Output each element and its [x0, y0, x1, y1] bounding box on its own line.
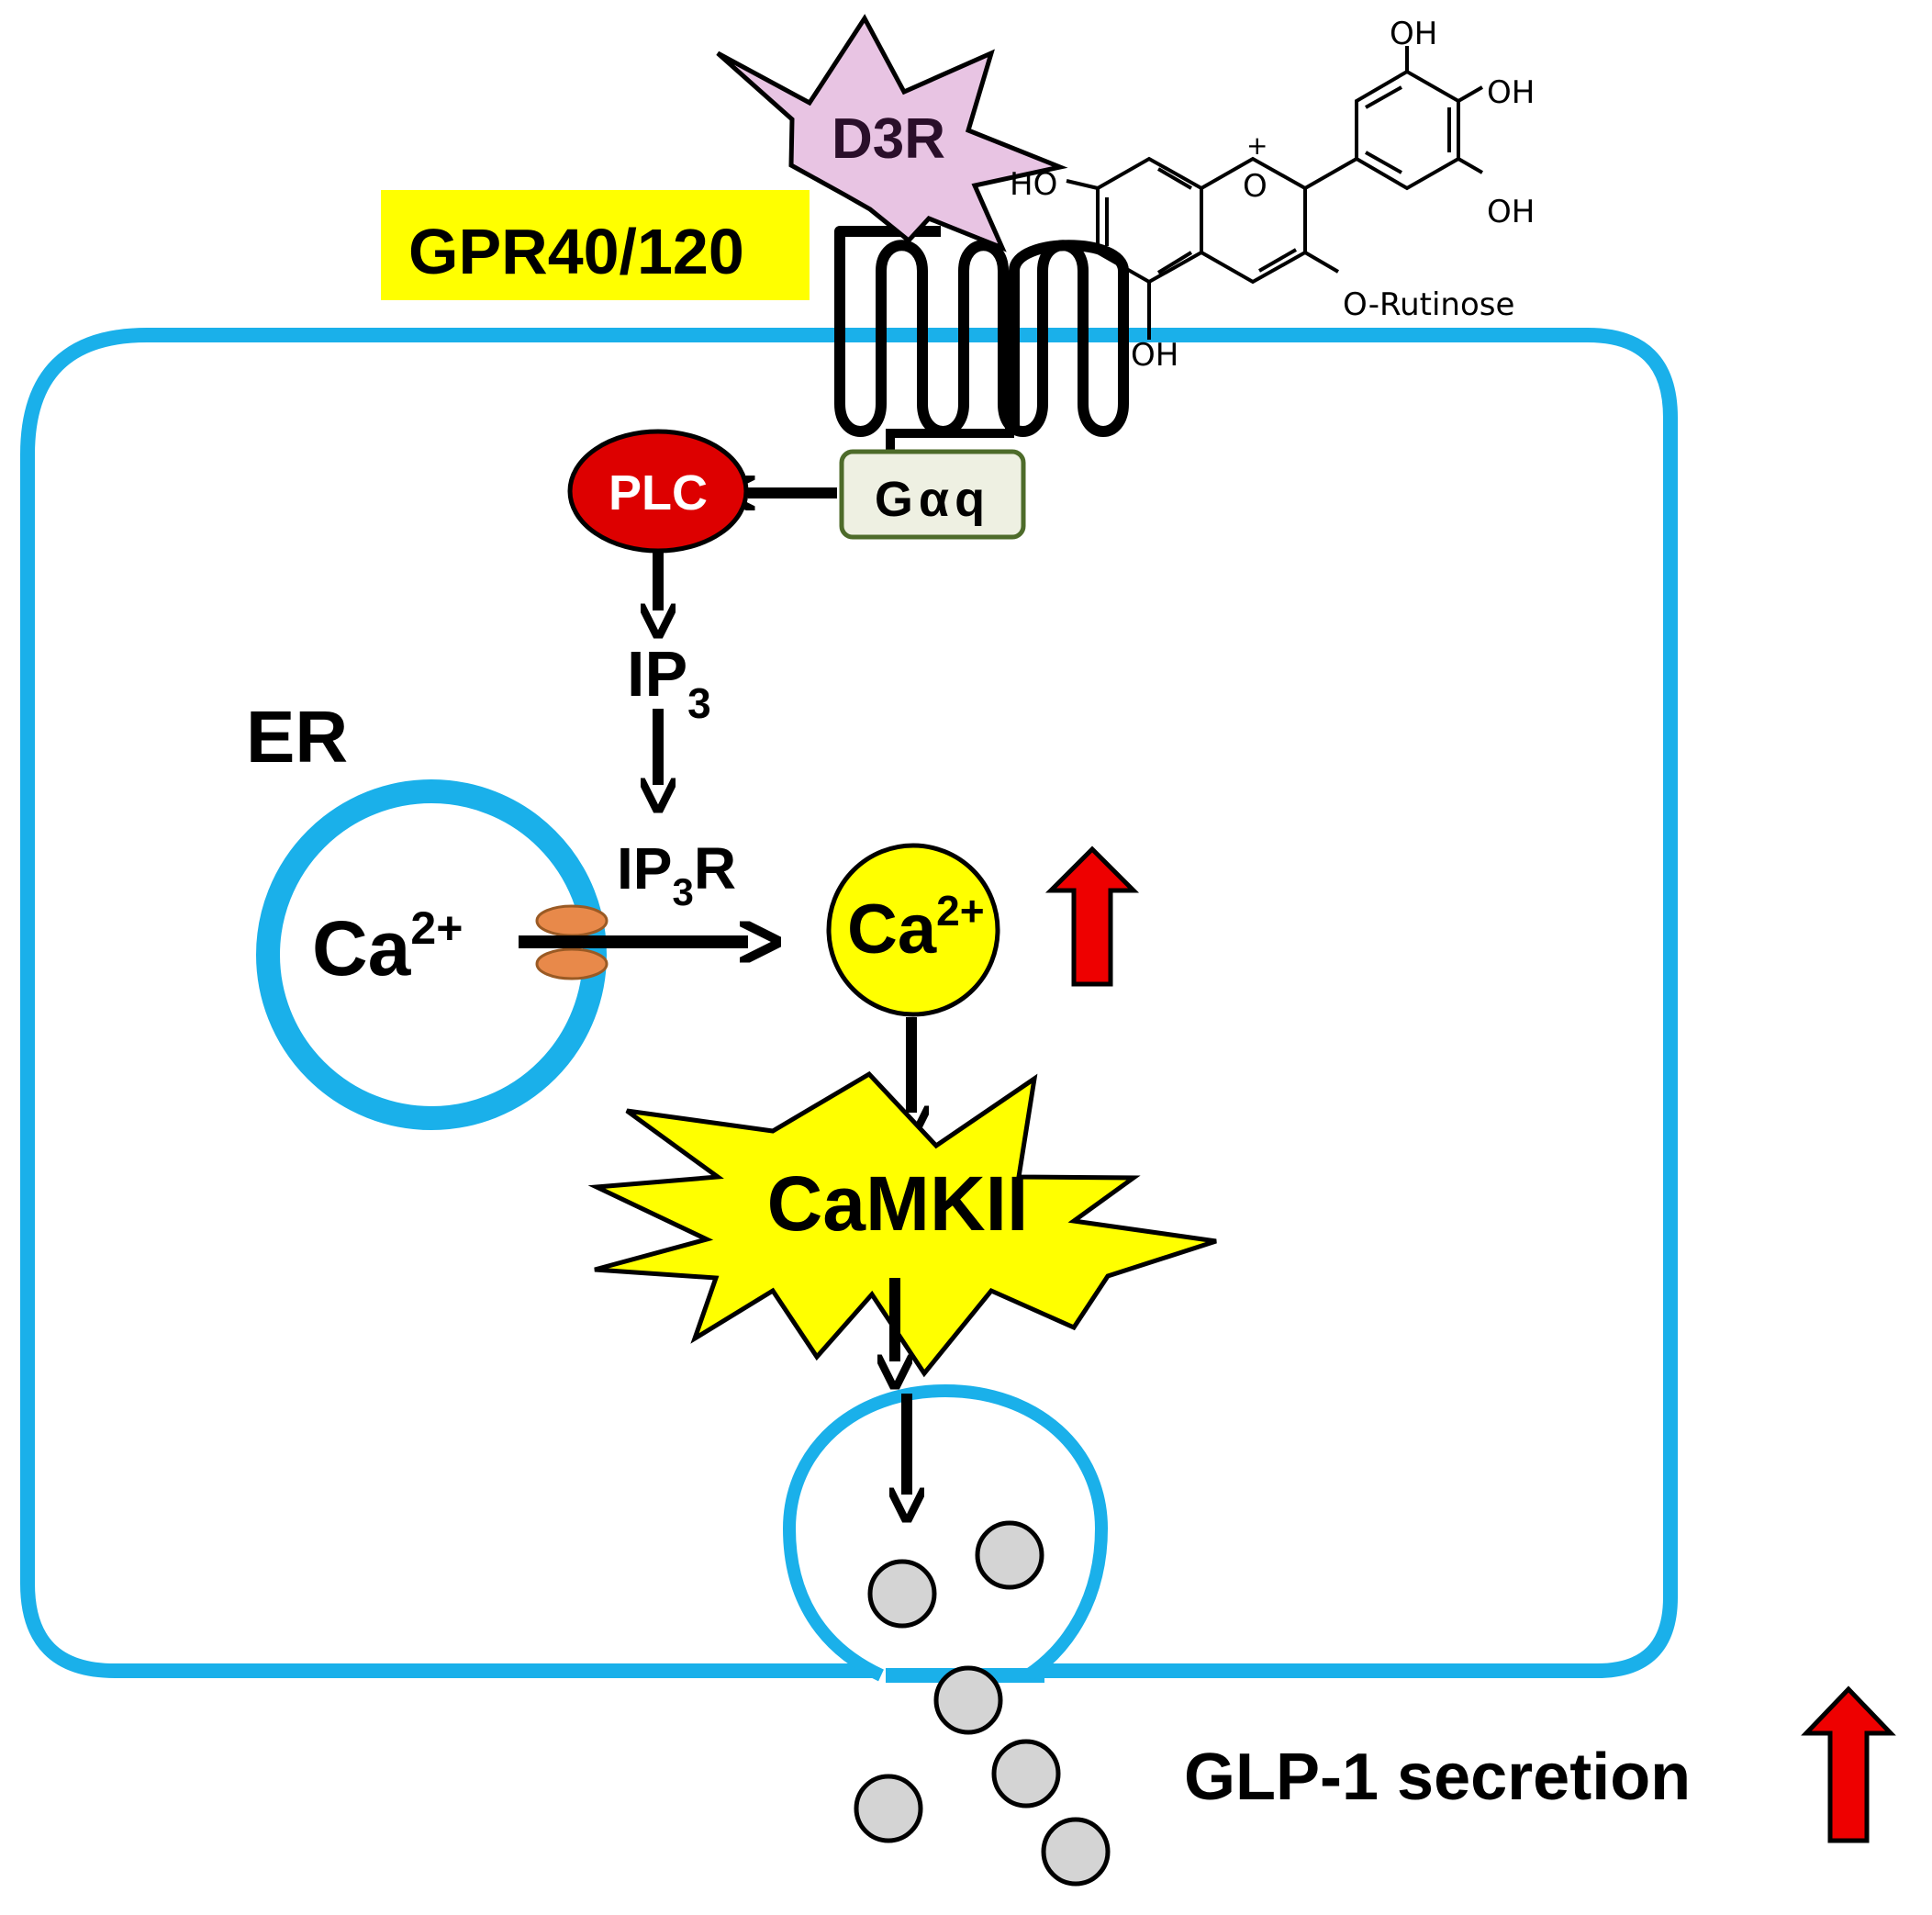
plc-label: PLC	[609, 465, 708, 521]
rutinose-label: O-Rutinose	[1343, 286, 1514, 323]
camkii-label: CaMKII	[767, 1160, 1029, 1247]
glp1-secretion-label: GLP-1 secretion	[1184, 1741, 1691, 1814]
ip3-label: IP3	[627, 638, 711, 727]
oh-top-label: OH	[1390, 16, 1437, 52]
oh-bottom-label: OH	[1131, 337, 1178, 374]
secretion-increase-arrow	[1801, 1685, 1896, 1843]
d3r-ligand-burst	[716, 14, 1068, 252]
receptor-label: GPR40/120	[408, 216, 744, 287]
galphaq-box	[839, 449, 1026, 540]
d3r-chemical-labels: OH OH OH HO OH O + O-Rutinose	[1010, 16, 1535, 374]
receptor-c-terminus	[886, 404, 1014, 452]
d3r-label: D3R	[832, 107, 945, 171]
ip3r-channel-bottom	[535, 947, 609, 980]
granule	[867, 1559, 937, 1629]
ring-oxygen-label: O	[1243, 168, 1268, 205]
granule	[991, 1739, 1061, 1809]
granule	[854, 1774, 923, 1843]
cytosolic-calcium-label: Ca2+	[847, 887, 985, 969]
camkii-burst	[587, 1070, 1217, 1378]
cell-membrane	[20, 328, 1678, 1683]
oxygen-charge-label: +	[1246, 130, 1268, 161]
cytosolic-calcium	[826, 843, 1000, 1017]
oh-right-label: OH	[1487, 74, 1535, 111]
d3r-chemical-structure	[1066, 46, 1483, 340]
fusing-vesicle	[782, 1383, 1109, 1682]
er-calcium-label: Ca2+	[312, 902, 463, 991]
oh-lower-right-label: OH	[1487, 194, 1535, 230]
plc-enzyme	[567, 429, 749, 554]
calcium-increase-arrow	[1044, 846, 1140, 987]
ip3r-channel-top	[535, 904, 609, 937]
er-label: ER	[246, 696, 348, 778]
ho-left-label: HO	[1010, 166, 1057, 203]
glp1-granules	[854, 1520, 1111, 1887]
galphaq-label: Gαq	[875, 472, 990, 527]
granule	[933, 1665, 1003, 1735]
granule	[975, 1520, 1044, 1590]
granule	[1041, 1817, 1111, 1887]
ip3r-label: IP3R	[617, 835, 736, 913]
receptor-highlight	[381, 190, 810, 300]
